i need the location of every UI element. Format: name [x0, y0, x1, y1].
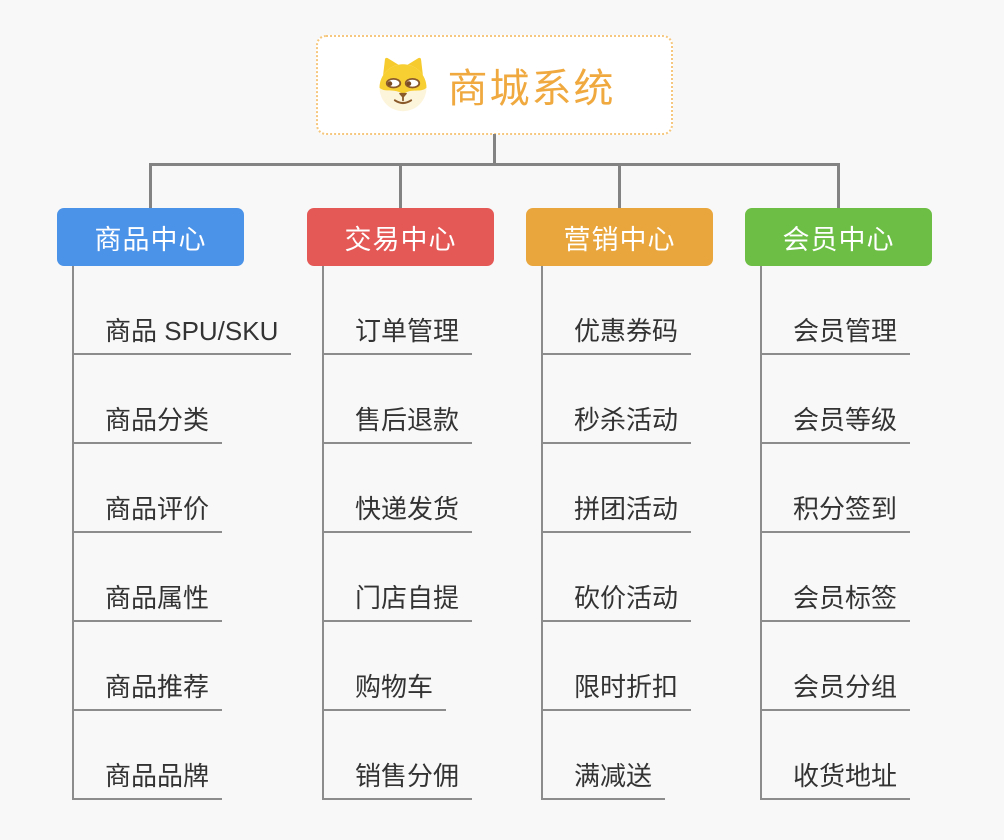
- branch-column-product-center: 商品 SPU/SKU 商品分类 商品评价 商品属性 商品推荐 商品品牌: [72, 0, 292, 840]
- leaf-node[interactable]: 收货地址: [760, 760, 911, 800]
- connector-drop-member-center: [837, 163, 840, 209]
- leaf-node[interactable]: 商品评价: [72, 493, 223, 533]
- branch-node-product-center[interactable]: 商品中心: [57, 208, 244, 266]
- leaf-node[interactable]: 秒杀活动: [541, 404, 692, 444]
- leaf-node[interactable]: 订单管理: [322, 315, 473, 355]
- connector-horizontal-bar: [150, 163, 840, 166]
- branch-node-marketing-center[interactable]: 营销中心: [526, 208, 713, 266]
- leaf-node[interactable]: 商品推荐: [72, 671, 223, 711]
- connector-drop-marketing-center: [618, 163, 621, 209]
- leaf-node[interactable]: 门店自提: [322, 582, 473, 622]
- leaf-node[interactable]: 优惠券码: [541, 315, 692, 355]
- leaf-node[interactable]: 限时折扣: [541, 671, 692, 711]
- leaf-node[interactable]: 积分签到: [760, 493, 911, 533]
- connector-trunk: [322, 266, 324, 800]
- connector-drop-product-center: [149, 163, 152, 209]
- leaf-node[interactable]: 会员分组: [760, 671, 911, 711]
- branch-column-member-center: 会员管理 会员等级 积分签到 会员标签 会员分组 收货地址: [760, 0, 911, 840]
- leaf-node[interactable]: 会员等级: [760, 404, 911, 444]
- root-title: 商城系统: [447, 67, 616, 111]
- branch-node-trade-center[interactable]: 交易中心: [307, 208, 494, 266]
- connector-trunk: [541, 266, 543, 800]
- leaf-node[interactable]: 商品分类: [72, 404, 223, 444]
- branch-node-member-center[interactable]: 会员中心: [745, 208, 932, 266]
- connector-drop-trade-center: [399, 163, 402, 209]
- leaf-node[interactable]: 满减送: [541, 760, 666, 800]
- shiba-dog-icon: [379, 57, 426, 112]
- leaf-node[interactable]: 会员管理: [760, 315, 911, 355]
- connector-trunk: [760, 266, 762, 800]
- leaf-node[interactable]: 商品属性: [72, 582, 223, 622]
- leaf-node[interactable]: 会员标签: [760, 582, 911, 622]
- leaf-node[interactable]: 销售分佣: [322, 760, 473, 800]
- branch-column-trade-center: 订单管理 售后退款 快递发货 门店自提 购物车 销售分佣: [322, 0, 473, 840]
- leaf-node[interactable]: 商品品牌: [72, 760, 223, 800]
- leaf-node[interactable]: 购物车: [322, 671, 447, 711]
- root-node[interactable]: 商城系统: [316, 35, 673, 135]
- leaf-node[interactable]: 拼团活动: [541, 493, 692, 533]
- connector-trunk: [72, 266, 74, 800]
- connector-root-drop: [493, 134, 496, 165]
- leaf-node[interactable]: 商品 SPU/SKU: [72, 315, 292, 355]
- leaf-node[interactable]: 快递发货: [322, 493, 473, 533]
- leaf-node[interactable]: 售后退款: [322, 404, 473, 444]
- branch-column-marketing-center: 优惠券码 秒杀活动 拼团活动 砍价活动 限时折扣 满减送: [541, 0, 692, 840]
- leaf-node[interactable]: 砍价活动: [541, 582, 692, 622]
